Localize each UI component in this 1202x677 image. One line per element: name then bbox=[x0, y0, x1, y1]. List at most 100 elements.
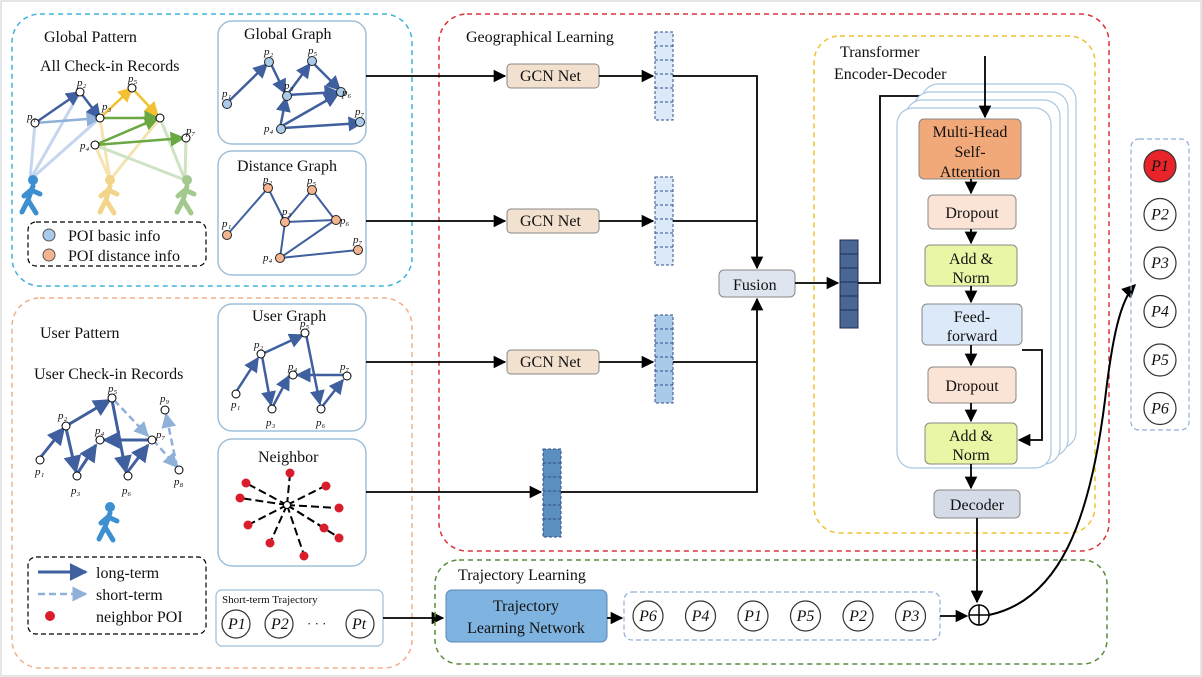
trajectory-title: Trajectory Learning bbox=[458, 567, 586, 584]
dropout-block-1 bbox=[927, 194, 1017, 230]
short-term-item: P1 bbox=[227, 616, 246, 633]
trajectory-learning-network bbox=[445, 589, 608, 643]
svg-text:p₃: p₃ bbox=[101, 101, 112, 113]
trajectory-item-circle bbox=[632, 600, 664, 632]
svg-text:p₃: p₃ bbox=[281, 206, 292, 218]
decoder-label: Decoder bbox=[950, 497, 1005, 514]
svg-text:p₂: p₂ bbox=[57, 410, 68, 422]
short-term-item: P2 bbox=[270, 616, 289, 633]
svg-text:p₁: p₁ bbox=[26, 111, 37, 123]
svg-text:p₂: p₂ bbox=[263, 46, 274, 58]
neighbor-poi-swatch bbox=[45, 611, 55, 621]
gcn-net-label: GCN Net bbox=[520, 213, 581, 230]
trajectory-item-label: P1 bbox=[743, 608, 762, 625]
user-pattern-title: User Pattern bbox=[40, 325, 120, 342]
geographical-learning-panel bbox=[438, 13, 1110, 552]
ff-line1: Feed- bbox=[954, 309, 990, 326]
svg-text:p₅: p₅ bbox=[307, 45, 318, 57]
svg-text:p₈: p₈ bbox=[173, 476, 184, 488]
svg-text:p₅: p₅ bbox=[299, 318, 310, 330]
svg-text:p₅: p₅ bbox=[127, 73, 138, 85]
user-records-title: User Check-in Records bbox=[34, 366, 183, 383]
short-term-ellipsis: · · · bbox=[307, 616, 327, 631]
embedding-vector-global bbox=[654, 31, 674, 121]
trajectory-item-circle bbox=[842, 600, 874, 632]
output-item-label: P1 bbox=[1150, 158, 1169, 175]
user-walker-icon bbox=[174, 175, 197, 216]
svg-text:p₂: p₂ bbox=[76, 77, 87, 89]
tln-line2: Learning Network bbox=[467, 620, 585, 637]
global-pattern-title: Global Pattern bbox=[44, 29, 137, 46]
embedding-vector-distance bbox=[654, 176, 674, 266]
output-item-circle bbox=[1143, 197, 1177, 232]
svg-text:p₃: p₃ bbox=[70, 485, 81, 497]
trajectory-item-circle bbox=[894, 600, 927, 632]
multi-head-attention-block bbox=[918, 118, 1022, 180]
svg-text:p₇: p₇ bbox=[339, 361, 350, 373]
trajectory-item-label: P4 bbox=[691, 608, 710, 625]
distance-graph-network: p₁ p₂ p₃ p₅ p₆ p₄ p₇ bbox=[221, 174, 363, 264]
basic-info-swatch bbox=[42, 228, 56, 242]
trajectory-learning-panel bbox=[434, 559, 1108, 665]
add-norm-2-line2: Norm bbox=[952, 447, 990, 464]
svg-text:p₁: p₁ bbox=[221, 218, 232, 230]
output-item-label: P3 bbox=[1150, 255, 1169, 272]
add-norm-1-line1: Add & bbox=[949, 251, 994, 268]
output-item-circle bbox=[1143, 246, 1177, 280]
svg-text:p₅: p₅ bbox=[306, 175, 317, 187]
distance-info-swatch bbox=[42, 248, 56, 262]
single-user-walker-icon bbox=[96, 502, 120, 543]
fused-vector bbox=[839, 239, 859, 329]
dropout-block-2 bbox=[927, 366, 1017, 404]
global-pattern-panel bbox=[11, 13, 413, 287]
embedding-vector-user bbox=[654, 314, 674, 404]
all-checkin-graph: p₁ p₂ p₃ p₅ p₄ p₇ bbox=[26, 73, 196, 182]
trajectory-item-circle bbox=[737, 600, 769, 632]
svg-text:p₆: p₆ bbox=[341, 87, 352, 99]
geo-title: Geographical Learning bbox=[466, 29, 614, 46]
svg-text:p₂: p₂ bbox=[262, 174, 273, 186]
svg-text:p₇: p₇ bbox=[354, 106, 365, 118]
trajectory-item-circle bbox=[684, 600, 717, 632]
output-item-label: P6 bbox=[1150, 401, 1169, 418]
svg-text:p₂: p₂ bbox=[253, 339, 264, 351]
svg-text:p₅: p₅ bbox=[107, 383, 118, 395]
trajectory-item-label: P6 bbox=[638, 608, 657, 625]
svg-text:p₁: p₁ bbox=[230, 399, 241, 411]
svg-text:p₄: p₄ bbox=[94, 425, 105, 437]
user-pattern-panel bbox=[11, 297, 413, 669]
ff-line2: forward bbox=[947, 328, 998, 345]
svg-text:p₇: p₇ bbox=[352, 234, 363, 246]
user-checkin-graph: p₁ p₂ p₅ p₃ p₄ p₆ p₇ p₉ p₈ bbox=[34, 383, 184, 497]
trajectory-item-label: P5 bbox=[796, 608, 815, 625]
output-item-circle bbox=[1143, 149, 1177, 183]
add-norm-2-line1: Add & bbox=[949, 428, 994, 445]
svg-text:p₆: p₆ bbox=[315, 417, 326, 429]
global-records-title: All Check-in Records bbox=[40, 58, 180, 75]
dropout-2-label: Dropout bbox=[945, 378, 999, 395]
distance-graph-title: Distance Graph bbox=[237, 158, 337, 175]
legend-basic-info: POI basic info bbox=[68, 228, 160, 245]
trajectory-item-circle bbox=[789, 600, 822, 632]
global-graph-title: Global Graph bbox=[244, 26, 332, 43]
dropout-1-label: Dropout bbox=[945, 205, 999, 222]
svg-text:p₄: p₄ bbox=[262, 252, 273, 264]
trajectory-item-label: P2 bbox=[848, 608, 867, 625]
svg-text:p₁: p₁ bbox=[34, 466, 45, 478]
gcn-net-label: GCN Net bbox=[520, 68, 581, 85]
trajectory-item-label: P3 bbox=[901, 608, 920, 625]
neighbor-network bbox=[235, 468, 344, 561]
combine-plus-icon bbox=[968, 604, 990, 626]
output-item-label: P2 bbox=[1150, 207, 1169, 224]
transformer-title-line1: Transformer bbox=[840, 44, 920, 61]
legend-distance-info: POI distance info bbox=[68, 248, 180, 265]
user-graph-title: User Graph bbox=[252, 308, 326, 325]
user-walker-icon bbox=[19, 175, 43, 216]
add-norm-1-line2: Norm bbox=[952, 270, 990, 287]
neighbor-title: Neighbor bbox=[258, 449, 319, 466]
legend-long-term: long-term bbox=[96, 565, 160, 582]
user-legend bbox=[27, 556, 207, 635]
